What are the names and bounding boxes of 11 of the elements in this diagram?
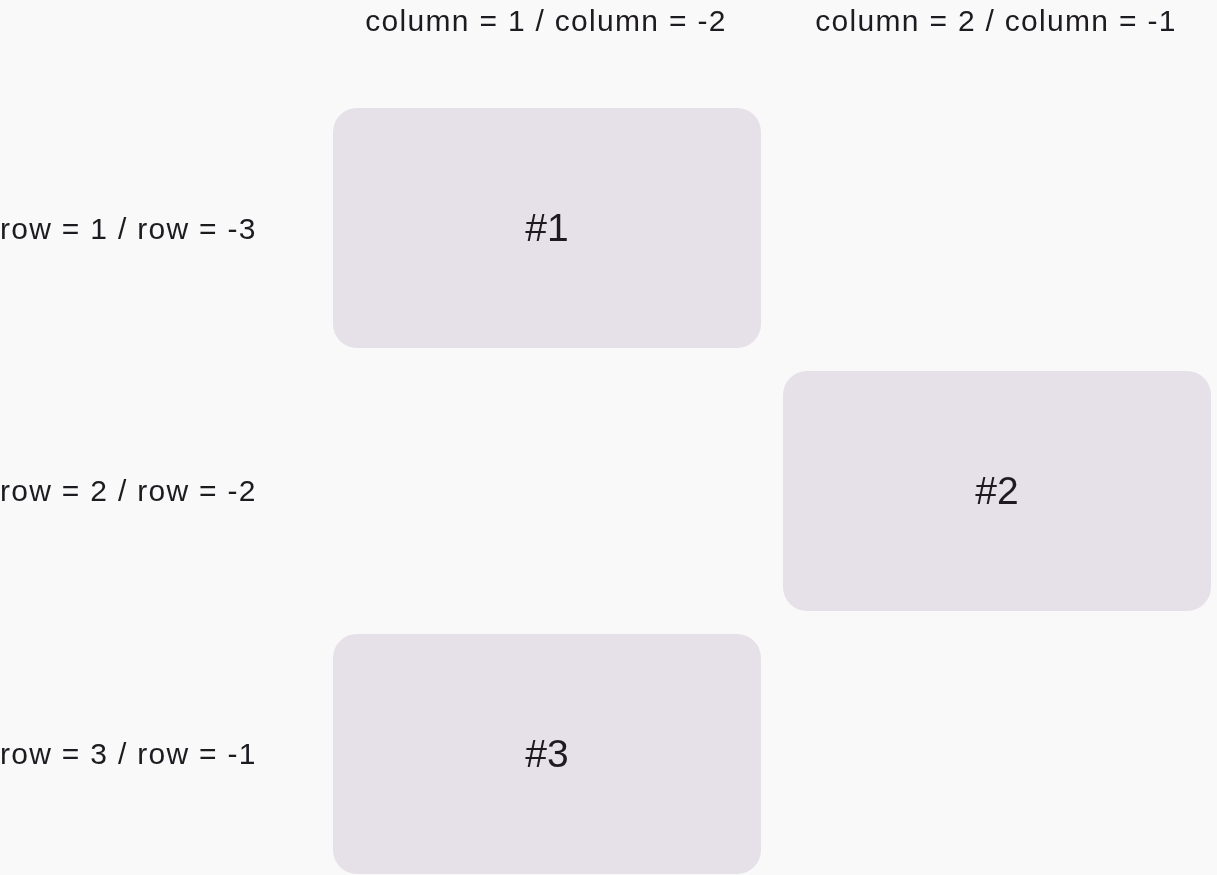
grid-item-box [783,371,1211,611]
column-label: column = 2 / column = -1 [815,3,1177,39]
grid-item-box [333,108,761,348]
item-label: #2 [975,468,1019,514]
grid-item-box [333,634,761,874]
row-label: row = 3 / row = -1 [0,736,257,772]
row-label: row = 1 / row = -3 [0,211,257,247]
item-label: #3 [525,731,569,777]
column-label: column = 1 / column = -2 [365,3,727,39]
row-label: row = 2 / row = -2 [0,473,257,509]
item-label: #1 [525,205,569,251]
